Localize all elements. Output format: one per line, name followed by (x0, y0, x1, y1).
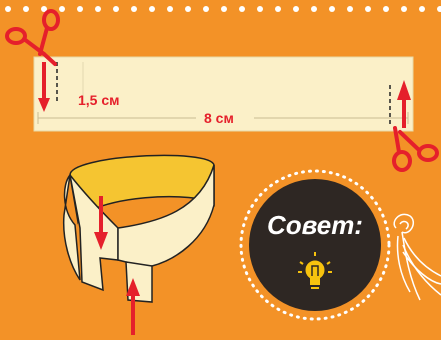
arrow-up-right-icon (397, 80, 411, 128)
swirl-decoration-icon (393, 213, 441, 301)
tip-badge: Совет: (239, 169, 391, 321)
width-label: 8 см (204, 110, 234, 126)
tip-title: Совет: (267, 210, 363, 240)
paper-band (62, 154, 215, 303)
arrow-down-left-icon (38, 62, 50, 112)
paper-strip (33, 56, 414, 132)
arrow-up-band-icon (126, 278, 140, 335)
height-label: 1,5 см (78, 92, 120, 108)
scissors-icon-bottom-right (392, 126, 439, 172)
lightbulb-icon (298, 252, 332, 289)
scissors-icon-top-left (5, 9, 60, 66)
top-dotted-border (5, 6, 441, 12)
arrow-down-band-icon (94, 196, 108, 250)
